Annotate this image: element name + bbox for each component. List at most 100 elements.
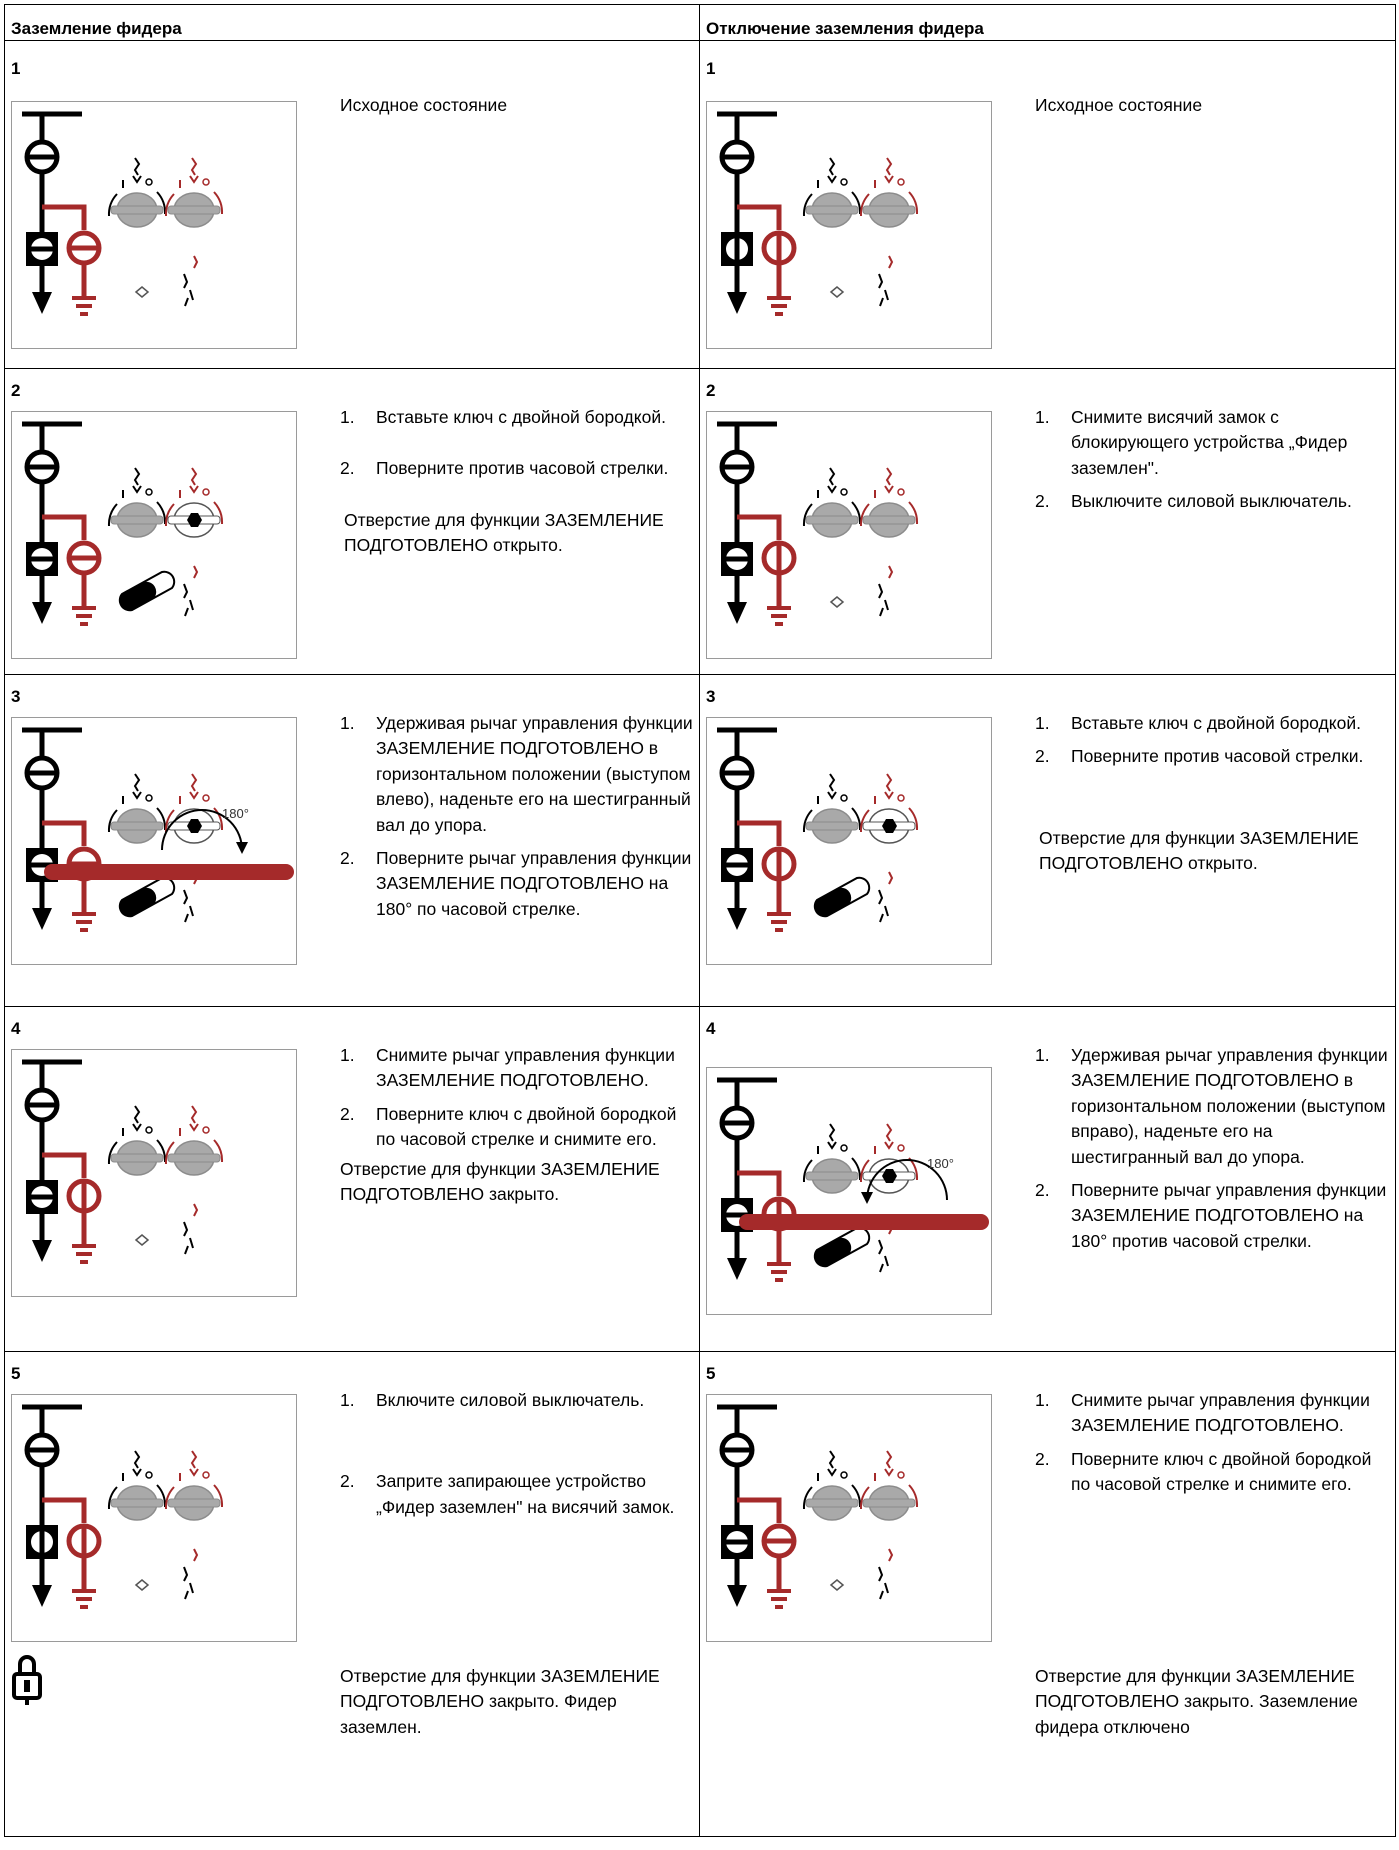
list-item: 2.Выключите силовой выключатель. <box>1035 491 1352 512</box>
left-step-1: 1 Исходное состояние <box>4 40 700 369</box>
step-note: Отверстие для функции ЗАЗЕМЛЕНИЕ ПОДГОТО… <box>344 509 664 556</box>
earthing-switch-symbol <box>66 1523 102 1559</box>
outgoing-arrow <box>32 602 52 624</box>
disconnector-knob-icon <box>802 157 862 228</box>
auxiliary-contact-icon <box>183 1566 194 1600</box>
step-text: Исходное состояние <box>340 95 508 115</box>
disconnector-symbol <box>719 449 755 485</box>
earthing-switch-symbol <box>761 846 797 882</box>
outgoing-arrow <box>727 602 747 624</box>
outgoing-arrow <box>727 908 747 930</box>
outgoing-arrow <box>727 1585 747 1607</box>
step-text: 1.Вставьте ключ с двойной бородкой. 2.По… <box>1035 711 1390 877</box>
right-step-4: 4 180° 1.Удерживая рычаг управления функ… <box>699 1006 1396 1352</box>
diagram <box>11 1049 297 1297</box>
left-column-header: Заземление фидера <box>4 4 700 41</box>
diagram <box>11 101 297 349</box>
outgoing-arrow <box>727 292 747 314</box>
step-number: 1 <box>11 59 21 78</box>
disconnector-knob-icon <box>107 773 167 844</box>
earthing-prepared-knob-icon <box>164 1450 224 1521</box>
earthing-switch-symbol <box>761 230 797 266</box>
diagram: 180° <box>11 717 297 965</box>
step-text: 1.Снимите висячий замок с блокирующего у… <box>1035 405 1390 523</box>
right-step-2: 2 1.Снимите висячий замок с блокирующего… <box>699 368 1396 675</box>
earth-branch <box>42 820 87 846</box>
disconnector-symbol <box>719 1432 755 1468</box>
outgoing-arrow <box>32 292 52 314</box>
step-number: 1 <box>706 59 716 78</box>
slot-indicator-icon <box>829 596 845 608</box>
circuit-breaker-contact <box>726 1531 748 1553</box>
auxiliary-contact-red-icon <box>888 255 894 269</box>
single-line-diagram <box>717 421 919 626</box>
list-item: 1.Снимите рычаг управления функции ЗАЗЕМ… <box>340 1045 675 1091</box>
key-slot-fill <box>119 581 157 611</box>
outgoing-arrow <box>32 908 52 930</box>
left-step-4: 4 1.Снимите рычаг управления функции ЗАЗ… <box>4 1006 700 1352</box>
key-slot-fill <box>119 887 157 917</box>
auxiliary-contact-red-icon <box>193 255 199 269</box>
circuit-breaker-contact <box>31 1531 53 1553</box>
step-number: 5 <box>11 1364 21 1383</box>
step-number: 3 <box>706 687 716 706</box>
list-item: 1.Снимите висячий замок с блокирующего у… <box>1035 407 1348 478</box>
auxiliary-contact-icon <box>183 583 194 617</box>
rotation-arrowhead <box>236 842 248 854</box>
diagram <box>706 411 992 659</box>
disconnector-knob-icon <box>107 157 167 228</box>
earth-branch <box>737 1170 782 1196</box>
disconnector-symbol <box>719 1105 755 1141</box>
list-item: 1.Снимите рычаг управления функции ЗАЗЕМ… <box>1035 1390 1370 1436</box>
step-note: Отверстие для функции ЗАЗЕМЛЕНИЕ ПОДГОТО… <box>340 1158 660 1204</box>
disconnector-knob-icon <box>802 773 862 844</box>
earth-branch <box>737 1497 782 1523</box>
auxiliary-contact-icon <box>183 273 194 307</box>
disconnector-symbol <box>24 449 60 485</box>
slot-indicator-icon <box>829 1579 845 1591</box>
list-item: 2.Поверните ключ с двойной бородкой по ч… <box>1035 1448 1372 1495</box>
list-item: 1.Вставьте ключ с двойной бородкой. <box>340 407 666 427</box>
step-number: 2 <box>706 381 716 400</box>
rotation-arrow <box>161 809 243 851</box>
auxiliary-contact-icon <box>183 1221 194 1255</box>
list-item: 2.Поверните рычаг управления функции ЗАЗ… <box>340 847 692 919</box>
list-item: 2.Поверните против часовой стрелки. <box>340 458 669 479</box>
disconnector-symbol <box>24 139 60 175</box>
auxiliary-contact-icon <box>183 889 194 923</box>
step-text: 1.Снимите рычаг управления функции ЗАЗЕМ… <box>1035 1388 1390 1506</box>
angle-label: 180° <box>222 806 249 821</box>
right-step-3: 3 1.Вставьте ключ с двойной бородкой. 2.… <box>699 674 1396 1007</box>
step-number: 2 <box>11 381 21 400</box>
list-item: 2.Поверните ключ с двойной бородкой по ч… <box>340 1103 677 1150</box>
auxiliary-contact-red-icon <box>193 565 199 579</box>
diagram <box>11 1394 297 1642</box>
single-line-diagram <box>22 421 224 626</box>
step-text: 1.Включите силовой выключатель. 2.Заприт… <box>340 1388 695 1528</box>
diagram: 180° <box>706 1067 992 1315</box>
padlock-icon <box>11 1652 43 1711</box>
earth-branch <box>737 204 782 230</box>
earthing-switch-symbol <box>66 540 102 576</box>
disconnector-knob-icon <box>107 1450 167 1521</box>
auxiliary-contact-icon <box>878 1239 889 1273</box>
disconnector-symbol <box>24 1087 60 1123</box>
single-line-diagram <box>22 1404 224 1609</box>
slot-indicator-icon <box>134 286 150 298</box>
slot-indicator-icon <box>134 1579 150 1591</box>
step-note: Отверстие для функции ЗАЗЕМЛЕНИЕ ПОДГОТО… <box>340 1666 660 1737</box>
auxiliary-contact-icon <box>878 1566 889 1600</box>
diagram <box>706 101 992 349</box>
list-item: 1.Включите силовой выключатель. <box>340 1390 645 1410</box>
single-line-diagram: 180° <box>22 727 294 932</box>
single-line-diagram <box>717 1404 919 1609</box>
operating-lever <box>739 1214 989 1230</box>
auxiliary-contact-icon <box>878 273 889 307</box>
left-step-2: 2 1.Вставьте ключ с двойной бородкой. 2.… <box>4 368 700 675</box>
earthing-prepared-knob-icon <box>164 157 224 228</box>
diagram <box>706 717 992 965</box>
disconnector-knob-icon <box>107 467 167 538</box>
auxiliary-contact-icon <box>878 889 889 923</box>
circuit-breaker-contact <box>31 238 53 260</box>
step-text: Исходное состояние <box>1035 95 1203 115</box>
